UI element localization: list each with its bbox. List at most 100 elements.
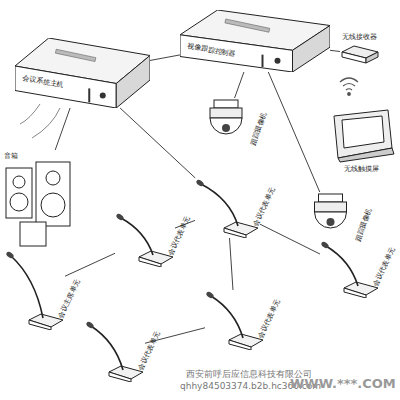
speaker-symbol — [36, 162, 70, 226]
panel-symbol — [338, 148, 394, 162]
small-symbol — [340, 44, 380, 64]
device-label: 会议代表单元 — [257, 298, 282, 339]
cable — [268, 72, 319, 192]
rack-symbol — [88, 88, 90, 102]
mic-symbol — [320, 241, 329, 250]
speaker-symbol — [20, 222, 46, 246]
wifi-dot — [348, 93, 351, 96]
cable — [235, 72, 244, 98]
mic-unit: 会议主席单元 — [5, 250, 65, 330]
mic-symbol — [205, 291, 214, 300]
mic-symbol — [320, 240, 380, 298]
mic-symbol — [195, 178, 260, 238]
mic-symbol — [115, 213, 124, 222]
camera-symbol — [315, 202, 347, 212]
mic-symbol — [121, 218, 153, 255]
mic-symbol — [29, 320, 51, 330]
small-symbol — [342, 52, 366, 63]
cable — [230, 238, 233, 290]
small-symbol — [366, 52, 378, 63]
speaker-symbol — [10, 193, 28, 211]
mic-symbol — [344, 288, 366, 298]
rack-symbol — [100, 92, 106, 98]
device-label: 跟踪摄像机 — [249, 111, 268, 147]
cable — [260, 224, 320, 254]
device-label: 无线触摸屏 — [344, 165, 379, 173]
mic-symbol — [85, 320, 145, 382]
mic-symbol — [5, 251, 14, 260]
rack-symbol — [15, 66, 116, 108]
rack-symbol — [225, 19, 270, 32]
cable-line — [230, 238, 233, 290]
device-label: 会议主席单元 — [57, 278, 82, 319]
camera-symbol — [222, 124, 230, 132]
device-label: 会议代表单元 — [167, 215, 192, 256]
cable — [120, 108, 195, 178]
mic-unit: 会议代表单元 — [195, 178, 260, 238]
mic-unit: 会议代表单元 — [205, 290, 265, 350]
power-cord-line — [20, 104, 40, 124]
device-label: 无线接收器 — [342, 33, 377, 41]
watermark-text: WWW.***.COM — [290, 376, 396, 391]
cable-line — [260, 224, 320, 254]
rack-symbol — [180, 35, 293, 72]
device-label: 音箱 — [4, 152, 18, 160]
power-cord — [20, 104, 60, 138]
small-unit: 无线接收器 — [340, 44, 380, 64]
mic-symbol — [205, 290, 265, 350]
mic-unit: 会议代表单元 — [85, 320, 145, 382]
mic-symbol — [11, 256, 43, 318]
camera-symbol — [214, 100, 238, 108]
speaker-symbol — [13, 176, 25, 188]
mic-symbol — [224, 228, 246, 238]
mic-symbol — [195, 179, 204, 188]
power-cord-line — [32, 108, 60, 138]
mic-symbol — [229, 340, 251, 350]
mic-unit: 会议代表单元 — [320, 240, 380, 298]
speaker-symbol — [46, 171, 60, 185]
cable — [65, 253, 115, 276]
rack-symbol — [55, 49, 95, 61]
wifi-arc — [340, 78, 358, 82]
mic-symbol — [115, 212, 175, 267]
mic-symbol — [139, 257, 161, 267]
device-label: 会议代表单元 — [252, 186, 277, 227]
wifi-arc — [343, 84, 355, 87]
camera-symbol — [327, 218, 335, 226]
speaker-symbol — [6, 168, 32, 218]
panel-unit: 无线触摸屏 — [330, 108, 395, 163]
cable-line — [235, 72, 244, 98]
mic-symbol — [85, 321, 94, 330]
wifi-arc — [346, 89, 352, 90]
rack-symbol — [116, 56, 150, 109]
cable — [55, 108, 70, 150]
rack-unit: 视像跟踪控制器 — [180, 10, 330, 72]
rack-symbol — [262, 55, 264, 67]
device-label: 会议代表单元 — [137, 330, 162, 371]
device-label: 会议代表单元 — [372, 246, 397, 287]
cable-line — [150, 55, 180, 61]
cable — [330, 50, 340, 51]
camera-symbol — [210, 108, 242, 118]
rack-unit: 会议系统主机 — [15, 38, 150, 108]
rack-symbol — [15, 38, 150, 108]
mic-symbol — [109, 372, 131, 382]
cable-line — [330, 50, 340, 51]
mic-symbol — [201, 184, 238, 226]
camera-symbol — [210, 118, 242, 134]
mic-symbol — [5, 250, 65, 330]
panel-symbol — [342, 116, 384, 148]
cable-line — [55, 108, 70, 150]
camera-unit: 跟踪摄像机 — [205, 98, 247, 146]
mic-symbol — [326, 246, 358, 286]
cable-line — [65, 253, 115, 276]
speaker-symbol — [0, 150, 75, 250]
rack-symbol — [180, 10, 330, 72]
camera-unit: 跟踪摄像机 — [308, 192, 353, 242]
mic-symbol — [211, 296, 243, 338]
camera-symbol — [315, 212, 347, 228]
mic-symbol — [91, 326, 123, 370]
cable — [150, 55, 180, 61]
wifi-symbol — [340, 78, 358, 95]
